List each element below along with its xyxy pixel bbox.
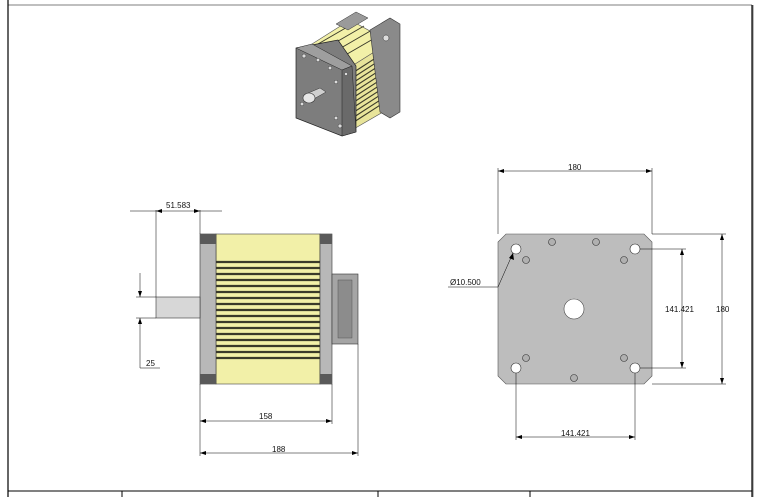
front-view: 180 180 141.421 141.421 Ø10.500 [448, 163, 730, 440]
small-holes [522, 238, 628, 382]
dim-flange-height: 180 [716, 305, 730, 314]
motor-cooling-fins [216, 260, 320, 360]
rear-end-plate [319, 233, 333, 385]
motor-isometric-icon [295, 11, 401, 137]
shaft-bore [563, 298, 585, 320]
mounting-holes [510, 243, 641, 374]
dim-body-length: 158 [259, 412, 273, 421]
dim-overall-length: 188 [272, 445, 286, 454]
side-view: 51.583 25 158 188 [130, 201, 359, 456]
sheet-border [7, 0, 753, 497]
dim-shaft-length: 51.583 [166, 201, 191, 210]
dim-hole-diameter: Ø10.500 [450, 278, 481, 287]
dim-shaft-diameter: 25 [146, 359, 155, 368]
dim-bolt-spacing-horizontal: 141.421 [561, 429, 590, 438]
motor-shaft [155, 296, 201, 319]
dim-bolt-spacing-vertical: 141.421 [665, 305, 694, 314]
front-end-plate [199, 233, 217, 385]
dim-flange-width: 180 [568, 163, 582, 172]
